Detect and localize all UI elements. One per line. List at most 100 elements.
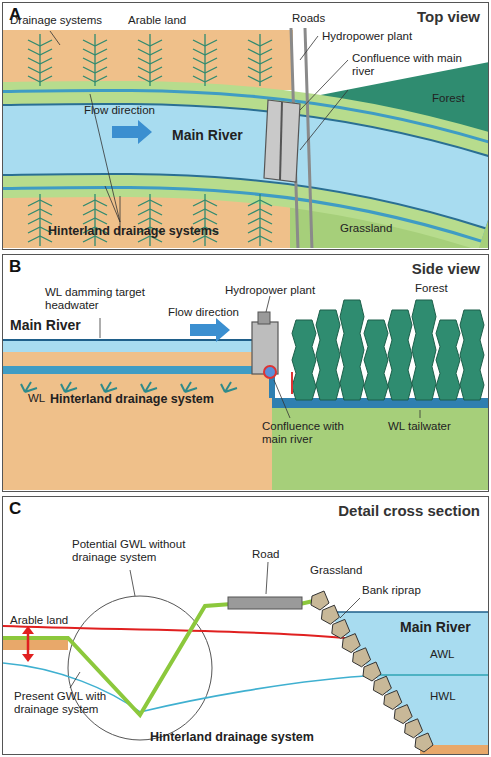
drain-line <box>205 209 217 215</box>
drain-line <box>40 218 52 224</box>
drain-line <box>259 194 260 246</box>
drain-line <box>40 200 52 206</box>
callout-label: Forest <box>415 282 448 295</box>
callout-label: Road <box>252 548 280 561</box>
drain-line <box>260 67 272 73</box>
drain-line <box>83 218 95 224</box>
callout-label: WL tailwater <box>388 420 451 433</box>
drain-line <box>39 194 40 246</box>
drain-line <box>83 67 95 73</box>
forest-tree <box>364 320 388 400</box>
drain-line <box>138 67 150 73</box>
drain-line <box>138 58 150 64</box>
drain-line <box>83 58 95 64</box>
drain-line <box>204 34 205 86</box>
callout-label: Drainage systems <box>10 14 102 27</box>
drain-line <box>205 218 217 224</box>
drain-line <box>95 218 107 224</box>
drain-line <box>248 40 260 46</box>
forest-tree <box>340 300 364 400</box>
drain-line <box>150 200 162 206</box>
drain-line <box>149 34 150 86</box>
drain-line <box>28 236 40 242</box>
forest-tree <box>436 320 460 400</box>
forest-tree <box>460 310 484 400</box>
callout-label: Confluence with main river <box>262 420 362 446</box>
riprap-stone <box>363 662 381 681</box>
callout-label: Roads <box>292 12 325 25</box>
drain-line <box>95 58 107 64</box>
callout-label: Present GWL with drainage system <box>14 690 124 716</box>
drain-line <box>260 227 272 233</box>
plant <box>141 382 157 392</box>
callout-label: Potential GWL without drainage system <box>72 538 202 564</box>
drain-line <box>138 40 150 46</box>
forest-tree <box>412 300 436 400</box>
drain-line <box>94 194 95 246</box>
drain-line <box>95 40 107 46</box>
drain-line <box>94 34 95 86</box>
drain-line <box>83 76 95 82</box>
callout-label: Flow direction <box>168 306 239 319</box>
drain-line <box>204 194 205 246</box>
drain-line <box>248 209 260 215</box>
drain-line <box>150 209 162 215</box>
drain-line <box>260 209 272 215</box>
drain-line <box>95 76 107 82</box>
callout-label: Hinterland drainage systems <box>48 224 219 238</box>
top-view-art <box>3 28 488 248</box>
drain-line <box>150 67 162 73</box>
drain-line <box>248 58 260 64</box>
callout-label: Flow direction <box>84 104 155 117</box>
drain-line <box>260 218 272 224</box>
drain-line <box>40 67 52 73</box>
drain-line <box>205 58 217 64</box>
riprap-stone <box>321 605 339 624</box>
drain-line <box>193 58 205 64</box>
drain-line <box>138 209 150 215</box>
drain-line <box>205 40 217 46</box>
callout-label: Main River <box>10 318 81 334</box>
drain-line <box>193 209 205 215</box>
drain-line <box>248 67 260 73</box>
drain-line <box>193 40 205 46</box>
drain-line <box>193 49 205 55</box>
drain-line <box>193 76 205 82</box>
callout-label: Hydropower plant <box>322 30 412 43</box>
drain-line <box>150 58 162 64</box>
drain-line <box>95 49 107 55</box>
drain-line <box>28 218 40 224</box>
callout-label: HWL <box>430 690 456 703</box>
drain-line <box>40 209 52 215</box>
riprap-stone <box>384 690 402 709</box>
panel-heading: Top view <box>417 8 480 25</box>
drain-line <box>193 67 205 73</box>
drain-line <box>83 40 95 46</box>
forest-tree <box>316 310 340 400</box>
forest-tree <box>292 320 316 400</box>
drain-line <box>248 218 260 224</box>
plant <box>181 382 197 392</box>
riprap-stone <box>405 719 423 738</box>
callout-label: Confluence with main river <box>352 52 462 78</box>
callout-label: Bank riprap <box>362 584 421 597</box>
drain-line <box>95 67 107 73</box>
drain-line <box>95 200 107 206</box>
drain-line <box>205 200 217 206</box>
drain-line <box>83 209 95 215</box>
drain-line <box>138 76 150 82</box>
drain-line <box>83 49 95 55</box>
drain-line <box>39 34 40 86</box>
riprap-stone <box>342 634 360 653</box>
drain-line <box>193 218 205 224</box>
drain-line <box>248 200 260 206</box>
side-view-art <box>3 296 488 490</box>
drain-line <box>259 34 260 86</box>
drain-line <box>83 200 95 206</box>
drain-line <box>150 218 162 224</box>
drain-line <box>150 76 162 82</box>
callout-label: Hinterland drainage system <box>50 392 214 406</box>
forest-tree <box>388 310 412 400</box>
drain-line <box>150 40 162 46</box>
riprap-stone <box>394 705 412 724</box>
